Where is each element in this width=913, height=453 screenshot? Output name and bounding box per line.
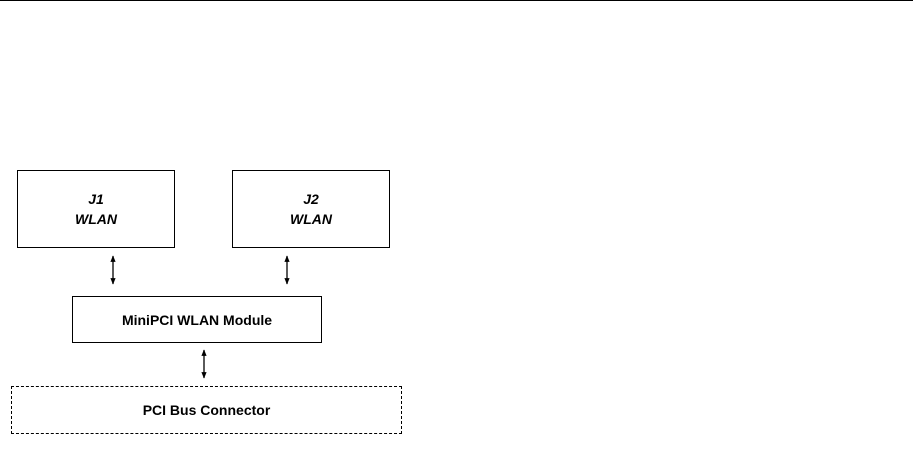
connector-arrows <box>0 0 913 453</box>
